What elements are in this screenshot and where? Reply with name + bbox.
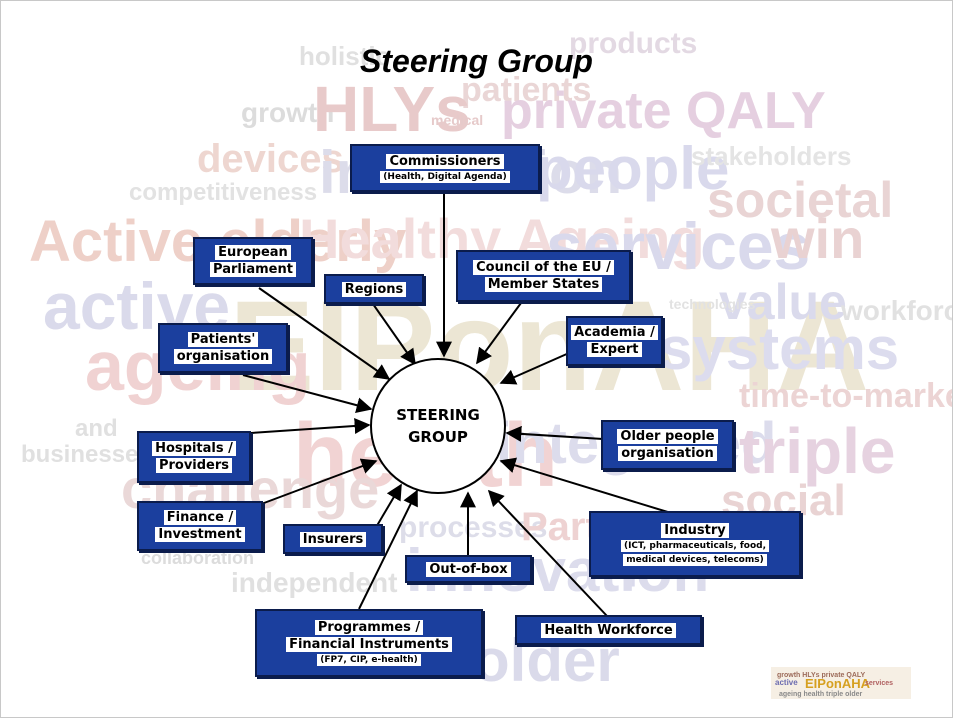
wc-time-to-market: time-to-market [739, 377, 953, 415]
wc-medical: medical [431, 112, 484, 128]
node-programmes-financial-instruments: Programmes / Financial Instruments (FP7,… [255, 609, 483, 677]
node-label: Patients' [187, 332, 259, 347]
wc-value: value [719, 274, 847, 330]
arrow-academia [499, 352, 570, 385]
node-label: organisation [173, 349, 273, 364]
node-label: Academia / [571, 325, 658, 340]
arrow-health-workforce [487, 489, 608, 617]
node-label: European [215, 245, 291, 260]
wc-collaboration: collaboration [141, 548, 255, 568]
wc-stakeholders: stakeholders [691, 141, 852, 171]
wc-workforce: workforce [841, 295, 952, 326]
node-label: Member States [484, 277, 603, 292]
node-older-people-organisation: Older people organisation [601, 420, 734, 470]
node-council-member-states: Council of the EU / Member States [456, 250, 631, 302]
node-label: Older people [617, 429, 718, 444]
arrow-programmes [358, 489, 418, 610]
hub-line-2: GROUP [408, 428, 468, 446]
wc-businesses: businesses [21, 441, 152, 468]
wc-devices: devices [197, 137, 344, 181]
wc-independent: independent [231, 567, 398, 598]
node-label: organisation [618, 446, 717, 461]
node-insurers: Insurers [283, 524, 383, 554]
node-sublabel: (FP7, CIP, e-health) [317, 654, 421, 666]
slide-title: Steering Group [360, 43, 593, 79]
wc-people: people [536, 135, 730, 202]
node-out-of-box: Out-of-box [405, 555, 532, 583]
node-commissioners: Commissioners (Health, Digital Agenda) [350, 144, 540, 192]
wc-triple: triple [739, 415, 896, 487]
svg-text:growth HLYs private QALY: growth HLYs private QALY [777, 672, 866, 679]
node-health-workforce: Health Workforce [515, 615, 702, 645]
arrow-parliament [258, 287, 391, 380]
wc-societal: societal [707, 172, 894, 228]
node-label: Finance / [163, 510, 237, 525]
arrow-patients [242, 374, 373, 414]
arrow-council [476, 302, 522, 365]
node-sublabel: (Health, Digital Agenda) [380, 170, 510, 183]
node-label: Insurers [299, 531, 367, 547]
wc-win: win [771, 207, 865, 270]
wc-hlys: HLYs [313, 73, 471, 145]
wc-technologies: technologies [669, 296, 756, 312]
node-label: Expert [587, 342, 642, 357]
node-label: Providers [155, 458, 233, 473]
wc-competitiveness: competitiveness [129, 179, 318, 206]
steering-group-hub: STEERING GROUP [370, 358, 506, 494]
node-label: Parliament [210, 262, 296, 277]
arrow-insurers [374, 483, 402, 530]
node-label: Programmes / [314, 620, 424, 635]
node-label: Investment [155, 527, 245, 542]
node-hospitals-providers: Hospitals / Providers [137, 431, 251, 483]
node-label: Out-of-box [426, 561, 511, 577]
node-label: Industry [661, 522, 729, 538]
node-regions: Regions [324, 274, 424, 304]
node-european-parliament: European Parliament [193, 237, 313, 285]
wc-private-qaly: private QALY [501, 82, 826, 140]
svg-text:services: services [865, 680, 893, 687]
wc-growth: growth [241, 97, 335, 128]
node-label: Hospitals / [152, 441, 236, 456]
arrow-finance [255, 458, 378, 507]
node-industry: Industry (ICT, pharmaceuticals, food, me… [589, 511, 801, 577]
node-sublabel: (ICT, pharmaceuticals, food, [620, 539, 770, 552]
svg-text:ageing health triple older: ageing health triple older [779, 691, 863, 698]
arrow-hospitals [250, 417, 371, 434]
arrow-older-people [505, 425, 604, 442]
wc-products: products [569, 27, 698, 60]
arrow-regions [372, 303, 416, 366]
wc-holistic: holistic [299, 41, 391, 71]
node-label: Commissioners [386, 153, 504, 169]
wc-systems: systems [659, 315, 900, 382]
node-finance-investment: Finance / Investment [137, 501, 263, 551]
node-label: Health Workforce [541, 622, 676, 638]
logo-text: EIPonAHA [805, 676, 871, 691]
node-patients-organisation: Patients' organisation [158, 323, 288, 373]
node-label: Financial Instruments [286, 637, 452, 652]
wc-patients: patients [461, 71, 592, 109]
node-label: Regions [341, 281, 407, 297]
node-academia-expert: Academia / Expert [566, 316, 663, 366]
node-sublabel: medical devices, telecoms) [623, 553, 767, 566]
eiponaha-logo: growth HLYs private QALY active EIPonAHA… [771, 667, 911, 699]
svg-text:active: active [775, 678, 798, 687]
wc-and: and [75, 415, 118, 442]
node-label: Council of the EU / [473, 260, 614, 275]
arrow-industry [499, 457, 672, 514]
hub-line-1: STEERING [396, 406, 480, 424]
